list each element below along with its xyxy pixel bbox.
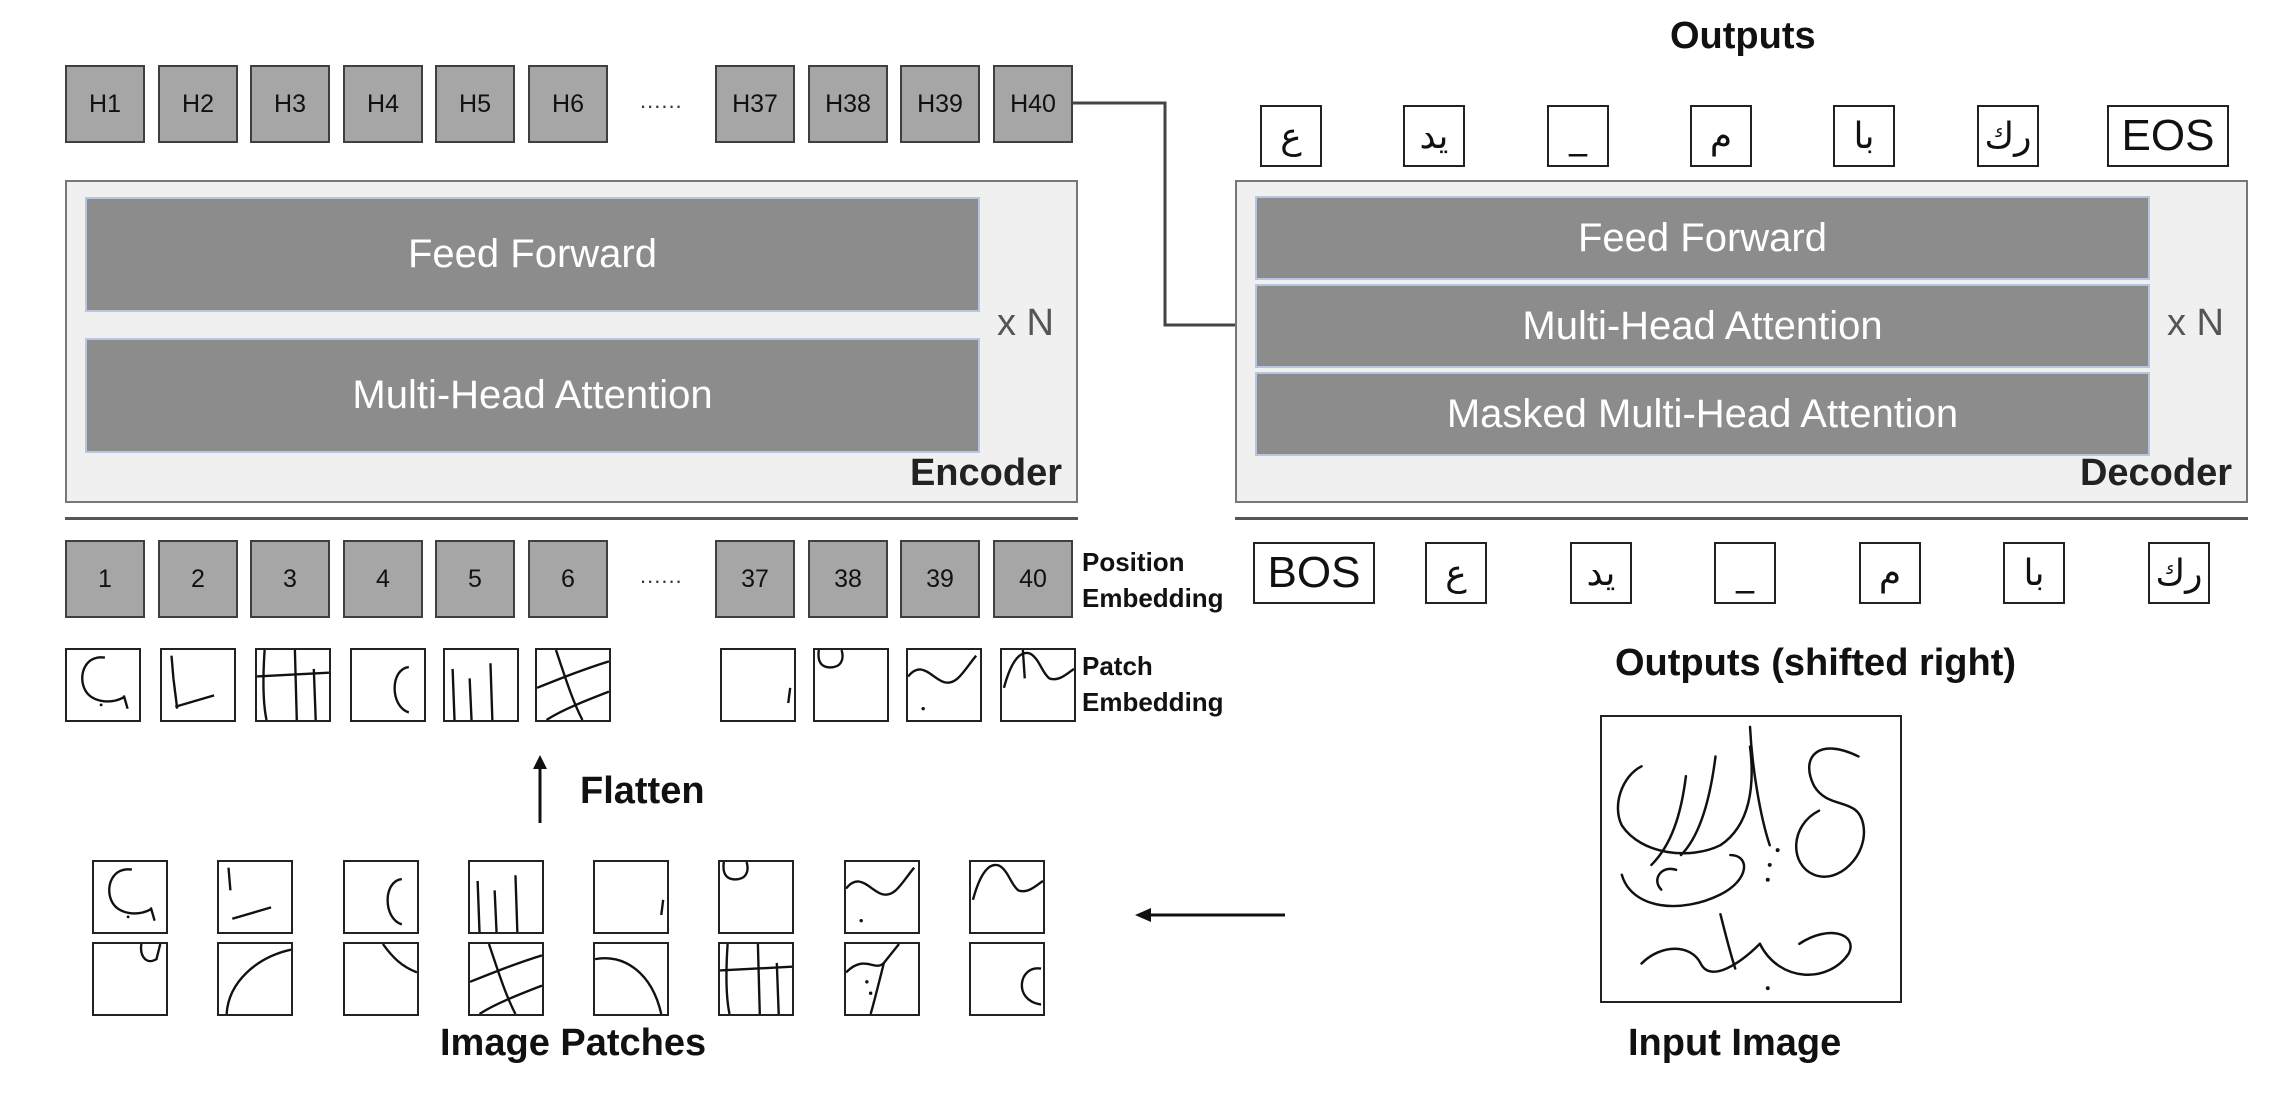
shifted-token: يد	[1570, 542, 1632, 604]
output-token: _	[1547, 105, 1609, 167]
hidden-state: H38	[808, 65, 888, 143]
image-patch	[593, 942, 669, 1016]
image-patch	[844, 942, 920, 1016]
position-box: 37	[715, 540, 795, 618]
decoder-divider	[1235, 517, 2248, 520]
hidden-states-ellipsis: ......	[640, 88, 683, 113]
patch-tile	[350, 648, 426, 722]
position-box: 5	[435, 540, 515, 618]
positions-ellipsis: ......	[640, 563, 683, 588]
image-patch	[718, 942, 794, 1016]
encoder-feed-forward-layer: Feed Forward	[85, 197, 980, 312]
position-box: 40	[993, 540, 1073, 618]
image-patches-label: Image Patches	[440, 1022, 707, 1064]
patch-label-line: Patch	[1082, 651, 1153, 681]
position-box: 38	[808, 540, 888, 618]
output-token: با	[1833, 105, 1895, 167]
flatten-label: Flatten	[580, 770, 705, 812]
position-box: 1	[65, 540, 145, 618]
encoder-divider	[65, 517, 1078, 520]
encoder-title: Encoder	[909, 452, 1062, 494]
shifted-token: رك	[2148, 542, 2210, 604]
image-patch	[92, 860, 168, 934]
patchify-arrow	[1135, 908, 1285, 922]
image-patch	[217, 860, 293, 934]
patch-tile	[720, 648, 796, 722]
decoder-cross-attention-layer: Multi-Head Attention	[1255, 284, 2150, 368]
hidden-state: H4	[343, 65, 423, 143]
shifted-token: با	[2003, 542, 2065, 604]
hidden-state: H40	[993, 65, 1073, 143]
patch-tile	[535, 648, 611, 722]
patch-tile	[255, 648, 331, 722]
bos-token: BOS	[1253, 542, 1375, 604]
hidden-state: H39	[900, 65, 980, 143]
shifted-token: _	[1714, 542, 1776, 604]
position-label-line: Embedding	[1082, 583, 1224, 613]
patch-tile	[160, 648, 236, 722]
output-token: يد	[1403, 105, 1465, 167]
output-token: ع	[1260, 105, 1322, 167]
encoder-repeat-label: x N	[997, 302, 1054, 344]
image-patch	[468, 942, 544, 1016]
position-box: 6	[528, 540, 608, 618]
hidden-state: H1	[65, 65, 145, 143]
encoder-block: Feed Forward Multi-Head Attention x N En…	[65, 180, 1078, 503]
image-patch	[92, 942, 168, 1016]
shifted-token: ع	[1425, 542, 1487, 604]
input-image-label: Input Image	[1628, 1022, 1842, 1064]
hidden-state: H37	[715, 65, 795, 143]
hidden-state: H6	[528, 65, 608, 143]
image-patch	[844, 860, 920, 934]
input-image	[1600, 715, 1902, 1003]
hidden-state: H5	[435, 65, 515, 143]
patch-tile	[65, 648, 141, 722]
flatten-arrow	[533, 755, 547, 823]
patch-tile	[813, 648, 889, 722]
outputs-shifted-label: Outputs (shifted right)	[1615, 642, 2017, 684]
output-token: م	[1690, 105, 1752, 167]
hidden-state: H3	[250, 65, 330, 143]
decoder-repeat-label: x N	[2167, 302, 2224, 344]
handwriting-strokes	[1616, 725, 1866, 991]
position-box: 4	[343, 540, 423, 618]
position-box: 39	[900, 540, 980, 618]
image-patch	[969, 942, 1045, 1016]
decoder-feed-forward-layer: Feed Forward	[1255, 196, 2150, 280]
decoder-masked-attention-layer: Masked Multi-Head Attention	[1255, 372, 2150, 456]
output-token: رك	[1977, 105, 2039, 167]
image-patch	[718, 860, 794, 934]
decoder-title: Decoder	[2079, 452, 2232, 494]
decoder-block: Feed Forward Multi-Head Attention Masked…	[1235, 180, 2248, 503]
image-patch	[343, 860, 419, 934]
patch-embedding-label: Patch Embedding	[1082, 648, 1224, 720]
patch-tile	[906, 648, 982, 722]
patch-tile	[443, 648, 519, 722]
image-patch	[217, 942, 293, 1016]
image-patch	[593, 860, 669, 934]
patch-label-line: Embedding	[1082, 687, 1224, 717]
patch-tile	[1000, 648, 1076, 722]
encoder-attention-layer: Multi-Head Attention	[85, 338, 980, 453]
image-patch	[468, 860, 544, 934]
image-patch	[969, 860, 1045, 934]
position-label-line: Position	[1082, 547, 1185, 577]
position-box: 2	[158, 540, 238, 618]
hidden-state: H2	[158, 65, 238, 143]
outputs-title: Outputs	[1670, 15, 1816, 57]
eos-token: EOS	[2107, 105, 2229, 167]
image-patch	[343, 942, 419, 1016]
position-box: 3	[250, 540, 330, 618]
shifted-token: م	[1859, 542, 1921, 604]
position-embedding-label: Position Embedding	[1082, 544, 1224, 616]
